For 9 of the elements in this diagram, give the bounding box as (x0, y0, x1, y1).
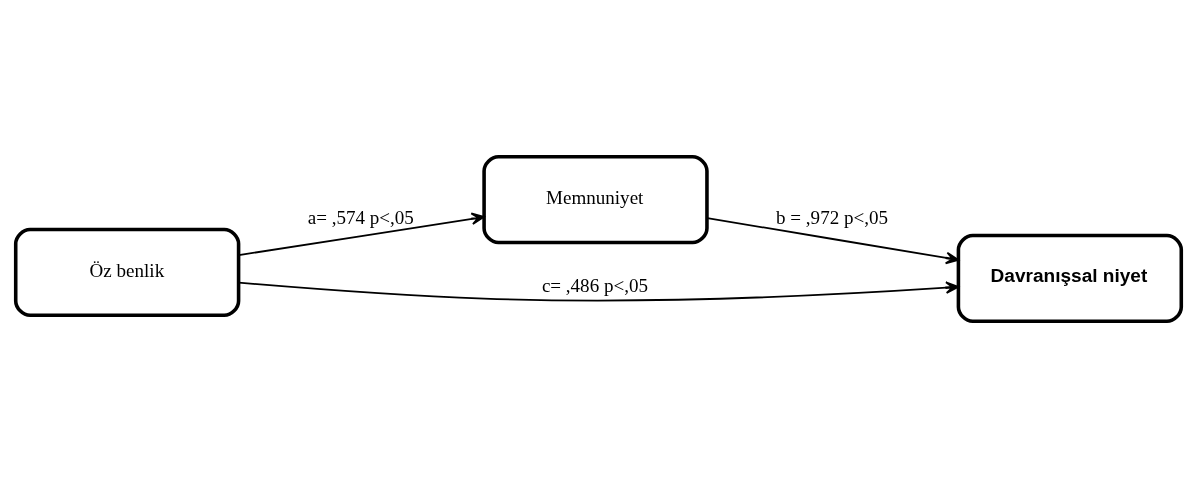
node-box: Öz benlik (13, 227, 241, 317)
arrow (706, 216, 960, 264)
arrow (237, 212, 485, 256)
node-box: Memnuniyet (482, 154, 709, 244)
edge-label: b = ,972 p<,05 (776, 206, 889, 228)
arrow (237, 280, 960, 301)
edge-label: c= ,486 p<,05 (541, 274, 649, 296)
node-box: Davranışsal niyet (956, 233, 1184, 323)
edge-label: a= ,574 p<,05 (307, 206, 414, 228)
